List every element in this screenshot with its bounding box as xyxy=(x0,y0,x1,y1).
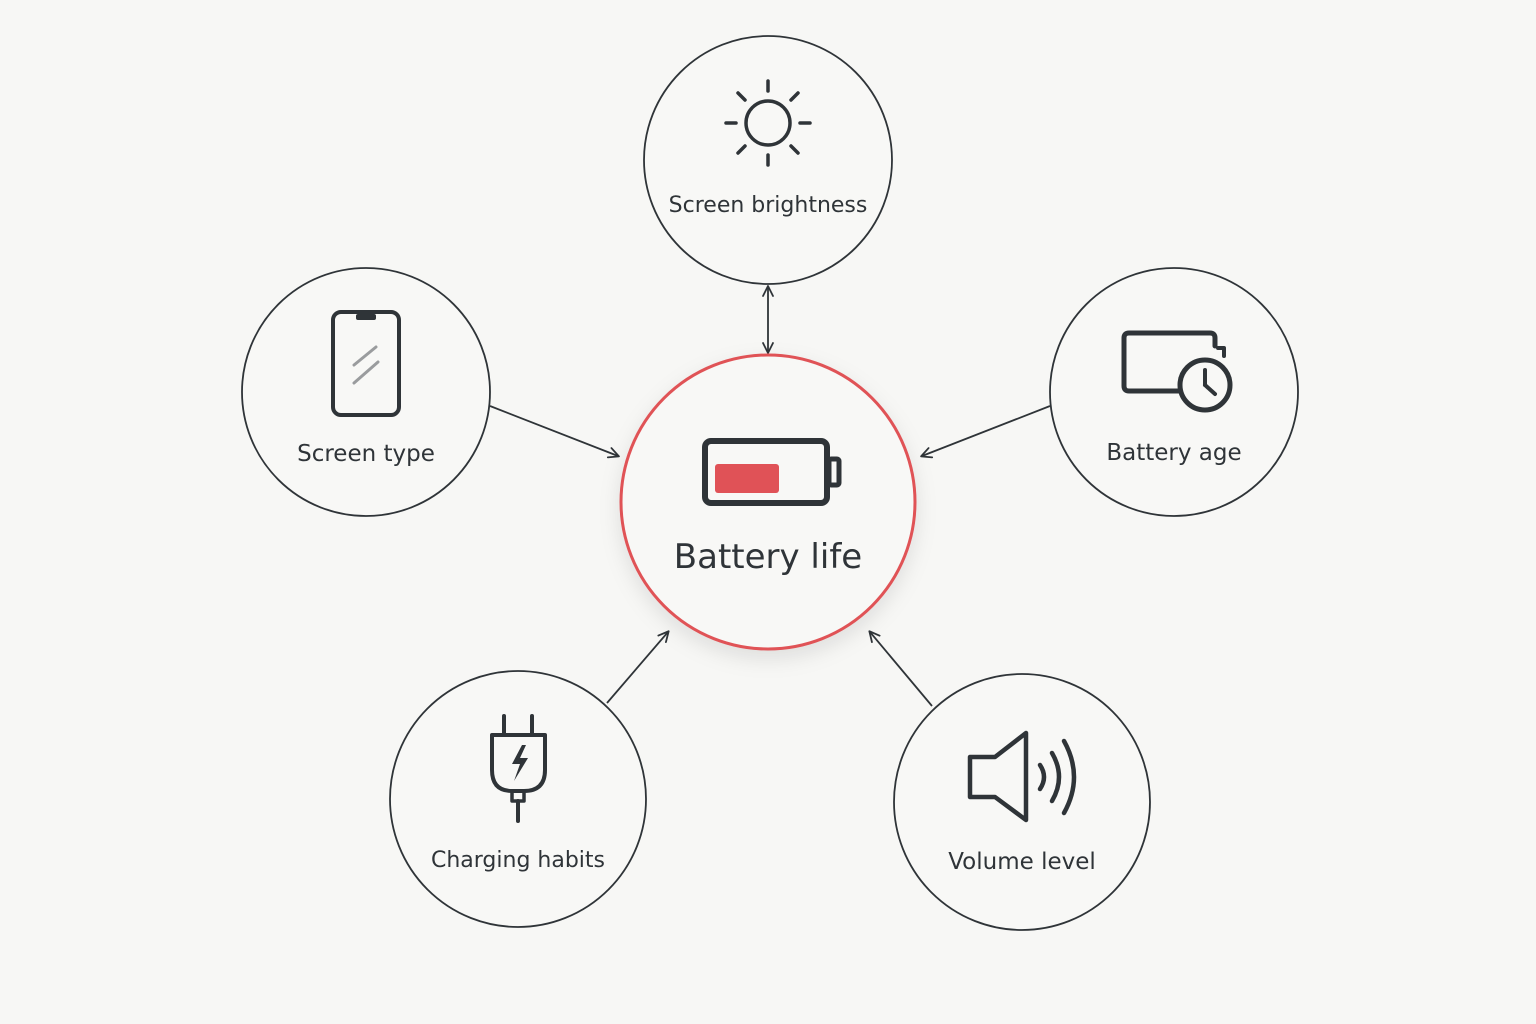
plug-icon xyxy=(490,714,547,823)
factor-label-charging-habits: Charging habits xyxy=(431,848,605,873)
factor-label-screen-type: Screen type xyxy=(297,441,435,467)
factor-node-circle xyxy=(893,673,1151,931)
arrow-battery-age xyxy=(920,405,1051,459)
battery-low-icon xyxy=(702,438,842,506)
center-node-battery-life: Battery life xyxy=(619,353,917,651)
factor-node-battery-age: Battery age xyxy=(1049,267,1299,517)
phone-icon xyxy=(331,310,401,417)
factor-node-screen-brightness: Screen brightness xyxy=(643,35,893,285)
factor-node-screen-type: Screen type xyxy=(241,267,491,517)
battery-clock-icon xyxy=(1121,330,1233,413)
factor-label-screen-brightness: Screen brightness xyxy=(669,193,868,218)
factor-label-battery-age: Battery age xyxy=(1106,440,1241,466)
arrow-volume-level xyxy=(868,630,933,707)
factor-node-circle xyxy=(241,267,491,517)
factor-node-volume-level: Volume level xyxy=(893,673,1151,931)
arrow-charging-habits xyxy=(606,630,670,704)
arrow-screen-type xyxy=(489,405,620,459)
factor-node-charging-habits: Charging habits xyxy=(389,670,647,928)
center-node-label: Battery life xyxy=(674,537,862,577)
sun-icon xyxy=(724,79,812,167)
connectors xyxy=(489,285,1051,707)
speaker-icon xyxy=(967,730,1077,823)
factor-label-volume-level: Volume level xyxy=(948,849,1096,875)
